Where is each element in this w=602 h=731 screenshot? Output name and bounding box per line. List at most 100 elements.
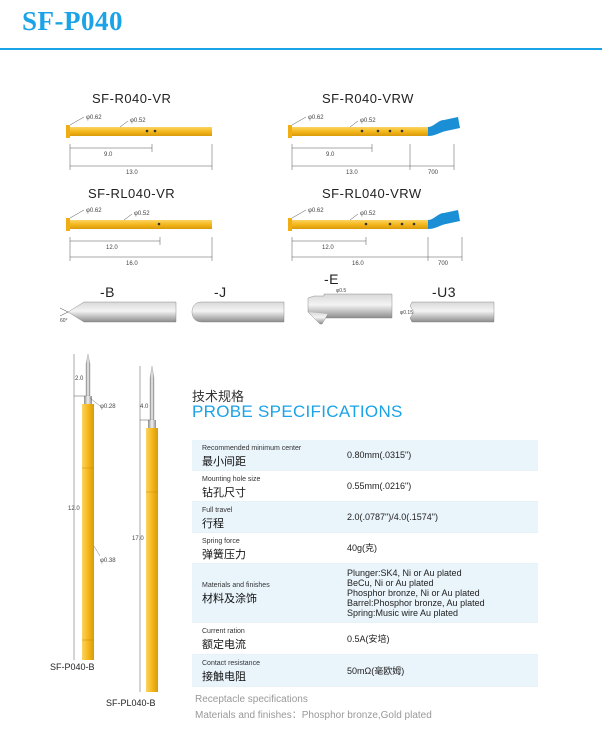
row-value-materials: Plunger:SK4, Ni or Au plated BeCu, Ni or… bbox=[347, 568, 485, 618]
row-label-cn: 材料及涂饰 bbox=[202, 593, 257, 605]
row-label-en: Materials and finishes bbox=[202, 582, 270, 589]
plunger-tip bbox=[85, 353, 91, 397]
row-label-en: Recommended minimum center bbox=[202, 445, 302, 452]
barrel-collar bbox=[66, 218, 70, 231]
material-line: Plunger:SK4, Ni or Au plated bbox=[347, 568, 462, 578]
table-row: Current ration 额定电流 0.5A(安培) bbox=[192, 623, 538, 655]
tip-label-u3: -U3 bbox=[432, 284, 457, 300]
diameter-label: φ0.28 bbox=[100, 404, 116, 410]
tip-label-e: -E bbox=[324, 271, 339, 287]
material-line: BeCu, Ni or Au plated bbox=[347, 578, 434, 588]
page-title: SF-P040 bbox=[22, 6, 123, 36]
length-label: 16.0 bbox=[352, 261, 364, 267]
row-label-en: Spring force bbox=[202, 538, 240, 545]
row-value: 50mΩ(毫欧姆) bbox=[347, 666, 405, 676]
row-label-en: Full travel bbox=[202, 507, 233, 514]
length-label: 2.0 bbox=[75, 376, 84, 382]
row-label-cn: 接触电阻 bbox=[202, 671, 246, 683]
diameter-label: φ0.38 bbox=[100, 558, 116, 564]
wire bbox=[428, 210, 460, 229]
row-label-en: Contact resistance bbox=[202, 660, 260, 667]
tip-u3-drawing: φ0.15 bbox=[400, 301, 495, 323]
length-label: 12.0 bbox=[106, 245, 118, 251]
row-value: 2.0(.0787")/4.0(.1574") bbox=[347, 512, 438, 522]
table-row: Full travel 行程 2.0(.0787")/4.0(.1574") bbox=[192, 502, 538, 533]
probe-drawings: 2.0 12.0 φ0.28 φ0.38 4.0 17.0 bbox=[68, 353, 158, 692]
row-label-en: Current ration bbox=[202, 628, 245, 635]
row-value: 0.5A(安培) bbox=[347, 634, 390, 644]
receptacle-label-r040-vr: SF-R040-VR bbox=[92, 91, 172, 106]
length-label: 4.0 bbox=[140, 404, 149, 410]
table-row: Mounting hole size 钻孔尺寸 0.55mm(.0216") bbox=[192, 471, 538, 502]
material-line: Barrel:Phosphor bronze, Au plated bbox=[347, 598, 485, 608]
length-label: 12.0 bbox=[68, 506, 80, 512]
footer-title: Receptacle specifications bbox=[195, 694, 308, 705]
tip-label-b: -B bbox=[100, 284, 115, 300]
receptacle-drawing-rl040-vrw: φ0.62 φ0.52 12.0 16.0 700 bbox=[288, 208, 463, 267]
row-label-cn: 行程 bbox=[202, 518, 224, 530]
diameter-label: φ0.62 bbox=[308, 115, 324, 121]
spec-title-en: PROBE SPECIFICATIONS bbox=[192, 402, 403, 421]
diameter-label: φ0.52 bbox=[360, 211, 376, 217]
barrel-body bbox=[66, 127, 212, 136]
length-label: 16.0 bbox=[126, 261, 138, 267]
row-label-cn: 弹簧压力 bbox=[202, 549, 246, 561]
length-label: 12.0 bbox=[322, 245, 334, 251]
crimp-dot bbox=[153, 129, 157, 133]
length-label: 13.0 bbox=[346, 170, 358, 176]
row-label-cn: 额定电流 bbox=[202, 639, 246, 651]
receptacle-label-rl040-vr: SF-RL040-VR bbox=[88, 186, 176, 201]
tip-e-drawing: φ0.5 bbox=[307, 288, 393, 325]
barrel-collar bbox=[66, 125, 70, 138]
receptacle-drawing-r040-vr: φ0.62 φ0.52 9.0 13.0 bbox=[66, 115, 213, 176]
probe-label-pl040-b: SF-PL040-B bbox=[106, 698, 156, 708]
angle-label: 60° bbox=[60, 318, 68, 324]
table-row: Spring force 弹簧压力 40g(克) bbox=[192, 533, 538, 564]
wire-length-label: 700 bbox=[428, 170, 439, 176]
length-label: 9.0 bbox=[326, 152, 335, 158]
material-line: Spring:Music wire Au plated bbox=[347, 608, 459, 618]
table-row: Materials and finishes 材料及涂饰 Plunger:SK4,… bbox=[192, 564, 538, 623]
tip-b-drawing: 60° bbox=[59, 301, 177, 324]
diameter-label: φ0.62 bbox=[86, 115, 102, 121]
row-value: 40g(克) bbox=[347, 543, 378, 553]
length-label: 13.0 bbox=[126, 170, 138, 176]
barrel-collar bbox=[288, 125, 292, 138]
barrel-body bbox=[288, 220, 428, 229]
length-label: 17.0 bbox=[132, 536, 144, 542]
tip-j-drawing bbox=[191, 301, 285, 323]
wire-length-label: 700 bbox=[438, 261, 449, 267]
spec-title-cn: 技术规格 bbox=[192, 389, 245, 404]
title-divider bbox=[0, 48, 602, 50]
length-label: 9.0 bbox=[104, 152, 113, 158]
diameter-label: φ0.62 bbox=[86, 208, 102, 214]
receptacle-drawing-rl040-vr: φ0.62 φ0.52 12.0 16.0 bbox=[66, 208, 213, 267]
diameter-label: φ0.15 bbox=[400, 310, 413, 316]
receptacle-drawing-r040-vrw: φ0.62 φ0.52 9.0 13.0 700 bbox=[288, 115, 460, 176]
plunger bbox=[84, 396, 92, 404]
receptacle-label-r040-vrw: SF-R040-VRW bbox=[322, 91, 414, 106]
row-label-en: Mounting hole size bbox=[202, 476, 261, 483]
barrel-collar bbox=[288, 218, 292, 231]
barrel-body bbox=[66, 220, 212, 229]
material-line: Phosphor bronze, Ni or Au plated bbox=[347, 588, 480, 598]
diameter-label: φ0.5 bbox=[336, 288, 346, 294]
tip-label-j: -J bbox=[214, 284, 227, 300]
barrel bbox=[82, 404, 94, 660]
row-value: 0.80mm(.0315") bbox=[347, 450, 412, 460]
diameter-label: φ0.62 bbox=[308, 208, 324, 214]
crimp-dot bbox=[145, 129, 149, 133]
table-row: Recommended minimum center 最小间距 0.80mm(.0… bbox=[192, 440, 538, 471]
receptacle-label-rl040-vrw: SF-RL040-VRW bbox=[322, 186, 422, 201]
table-row: Contact resistance 接触电阻 50mΩ(毫欧姆) bbox=[192, 655, 538, 687]
row-label-cn: 钻孔尺寸 bbox=[202, 487, 246, 499]
row-label-cn: 最小间距 bbox=[202, 456, 246, 468]
diameter-label: φ0.52 bbox=[360, 118, 376, 124]
diameter-label: φ0.52 bbox=[134, 211, 150, 217]
probe-label-p040-b: SF-P040-B bbox=[50, 662, 95, 672]
barrel-body bbox=[288, 127, 428, 136]
row-value: 0.55mm(.0216") bbox=[347, 481, 412, 491]
footer-materials: Materials and finishes：Phosphor bronze,G… bbox=[195, 710, 432, 721]
wire bbox=[428, 117, 460, 136]
diameter-label: φ0.52 bbox=[130, 118, 146, 124]
